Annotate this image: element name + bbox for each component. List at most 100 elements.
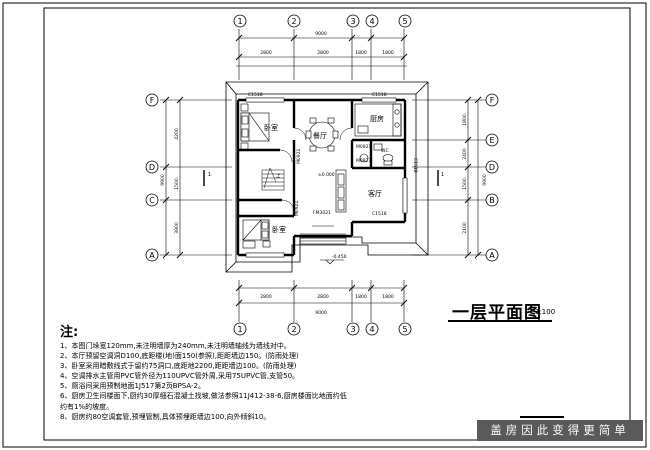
- component-labels: C1518 C1518 C1518 C1518 M0921 M0921 M082…: [248, 92, 418, 260]
- stair-direction: 上: [276, 172, 281, 179]
- dim-right-seg: 1800: [462, 114, 468, 126]
- door-code: M0821: [356, 158, 371, 164]
- axis-label: E: [489, 136, 494, 145]
- dining-table-icon: [305, 117, 339, 152]
- room-label: 客厅: [368, 189, 382, 198]
- axis-label: 2: [291, 17, 296, 26]
- window-code: C1518: [372, 92, 387, 98]
- dim-bottom-seg: 2800: [317, 294, 329, 300]
- axis-label: C: [149, 196, 155, 205]
- axis-label: 3: [350, 325, 355, 334]
- section-markers: [203, 170, 439, 186]
- dim-top-seg: 2800: [317, 50, 329, 56]
- note-line: 2、本厅预留空调洞D100,底距楼(地)面150(参照),距距墙边150。(防雨…: [60, 352, 299, 361]
- dim-top-seg: 2800: [260, 50, 272, 56]
- room-label: 厨房: [370, 114, 384, 123]
- roof-eaves: [225, 81, 429, 273]
- axis-label: F: [490, 96, 495, 105]
- dimension-texts: 9000 2800 2800 1800 1800 2800 2800 1800 …: [160, 31, 488, 316]
- dim-left-seg: 4200: [174, 128, 180, 140]
- window-code: C1518: [248, 92, 263, 98]
- level-marker-icon: [320, 259, 344, 265]
- dim-left-seg: 3900: [174, 222, 180, 234]
- note-line: 6、厨房卫生间楼面下,厨约30厚细石混凝土找坡,做法参照11J412-38-6,…: [60, 392, 347, 401]
- axis-label: 4: [369, 325, 374, 334]
- kitchen-counter-icon: [354, 103, 402, 137]
- axis-label: 3: [350, 17, 355, 26]
- axis-label: D: [489, 163, 495, 172]
- window-code: C1518: [372, 211, 387, 217]
- window-bottom: [245, 252, 285, 258]
- room-label: 卧室: [264, 123, 278, 132]
- axis-label: 4: [369, 17, 374, 26]
- entrance-steps: [299, 225, 347, 245]
- svg-text:1: 1: [208, 172, 211, 178]
- stair-icon: [261, 167, 285, 191]
- axis-label: D: [149, 163, 155, 172]
- window-top-right: [361, 97, 397, 103]
- window-right: [402, 177, 408, 214]
- legend-underline: [520, 416, 564, 418]
- level-mark: -0.450: [332, 254, 347, 260]
- note-line: 1、本图门垛宽120mm,未注明墙厚为240mm,未注明墙轴线为墙线对中。: [60, 342, 291, 350]
- title-underline: [448, 320, 552, 322]
- drawing-title: 一层平面图: [452, 303, 542, 323]
- walls: [236, 98, 407, 257]
- dim-top-seg: 1800: [382, 50, 394, 56]
- note-line: 8、厨房约80空调套管,预埋管制,具体预埋距墙边100,向外倾斜10。: [60, 412, 271, 421]
- axis-label: 1: [237, 325, 242, 334]
- room-labels: 卧室 餐厅 厨房 客厅 卧室 WC: [264, 114, 389, 234]
- axis-label: A: [149, 251, 155, 260]
- door-code: M0921: [356, 144, 371, 150]
- axis-label: 5: [402, 17, 407, 26]
- brand-watermark: 盖房因此变得更简单: [477, 420, 643, 441]
- svg-text:1: 1: [441, 172, 444, 178]
- axis-label: 2: [291, 325, 296, 334]
- note-line: 3、卧室采用暗敷线式于留约75洞口,底距地2200,距距墙边100。(防雨处理): [60, 362, 297, 371]
- dim-bottom-total: 9000: [315, 310, 327, 316]
- axis-label: A: [489, 251, 495, 260]
- note-line: 4、空调排水主管用PVC管外径为110UPVC管外周,采用75UPVC管,支管5…: [60, 372, 300, 381]
- dim-right-seg: 2100: [462, 222, 468, 234]
- axis-label: B: [489, 196, 495, 205]
- axis-label: 1: [237, 17, 242, 26]
- level-mark: ±0.000: [318, 172, 335, 178]
- door-code: M0921: [296, 149, 302, 164]
- dim-top-total: 9000: [315, 31, 327, 37]
- bed-icon: [240, 103, 270, 150]
- room-label: WC: [381, 148, 389, 154]
- door-code: FM3021: [313, 210, 331, 216]
- dim-left-seg: 1500: [174, 178, 180, 190]
- axis-bubbles: 1 2 3 4 5 1 2 3 4 5 F D C A F E D B A: [145, 14, 499, 336]
- drawing-scale: 1:100: [535, 308, 556, 316]
- notes-block: 注: 1、本图门垛宽120mm,未注明墙厚为240mm,未注明墙轴线为墙线对中。…: [60, 326, 480, 422]
- notes-heading: 注:: [60, 325, 79, 340]
- window-code: C1518: [412, 158, 418, 173]
- axis-label: F: [150, 96, 155, 105]
- note-line: 5、厕浴间采用预制地面1J517第2页BPSA-2。: [60, 382, 205, 391]
- dim-left-total: 9900: [160, 174, 166, 186]
- window-top-left: [245, 97, 285, 103]
- bed-icon: [242, 219, 271, 249]
- door-swings: [279, 127, 353, 213]
- note-line: 约有1%的坡度。: [60, 402, 114, 411]
- dim-right-seg: 2400: [462, 148, 468, 160]
- dim-bottom-seg: 1800: [382, 294, 394, 300]
- section-marker-text: 1 1: [208, 172, 444, 178]
- dim-right-total: 9900: [482, 174, 488, 186]
- dimension-ticks: [162, 34, 482, 307]
- dim-bottom-seg: 1800: [355, 294, 367, 300]
- door-code: M0921: [294, 201, 300, 216]
- room-label: 卧室: [272, 225, 286, 234]
- dimension-lines: [160, 29, 487, 322]
- toilet-icon: [359, 143, 394, 166]
- dim-right-seg: 1500: [462, 178, 468, 190]
- sofa-icon: [335, 169, 347, 213]
- inner-frame: [43, 7, 631, 441]
- dim-bottom-seg: 2800: [260, 294, 272, 300]
- dim-top-seg: 1800: [355, 50, 367, 56]
- room-label: 餐厅: [313, 131, 327, 140]
- axis-label: 5: [402, 325, 407, 334]
